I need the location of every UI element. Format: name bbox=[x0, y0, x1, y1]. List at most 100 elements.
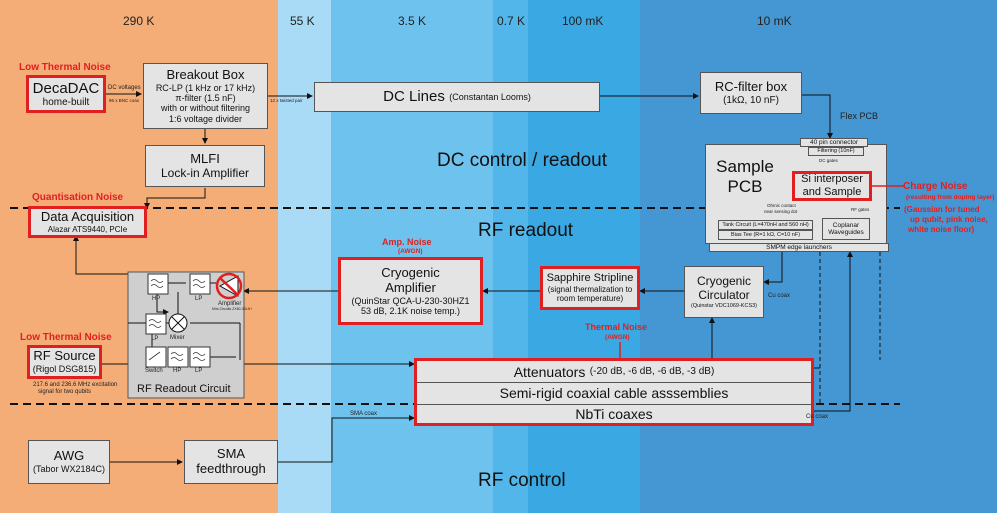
lp-label-1: LP bbox=[195, 296, 203, 302]
zone-label-0-7k: 0.7 K bbox=[497, 14, 526, 28]
ohmic-label-2: near sensing dot bbox=[764, 209, 798, 214]
breakout-line-2: π-filter (1.5 nF) bbox=[175, 93, 236, 104]
attenuators-title: Attenuators bbox=[513, 363, 586, 380]
sapphire-title: Sapphire Stripline bbox=[546, 272, 634, 285]
tank-text: Tank Circuit (L=470nH and 560 nH) bbox=[722, 221, 809, 228]
mixer-label: Mixer bbox=[170, 335, 185, 341]
rf-control-title: RF control bbox=[478, 470, 566, 491]
freq-text-1: 217.6 and 236.6 MHz excitation bbox=[33, 382, 118, 388]
mlfi-title: MLFI bbox=[190, 150, 220, 166]
sapphire-stripline-box: Sapphire Stripline (signal thermalizatio… bbox=[540, 266, 640, 310]
rc-filter-title: RC-filter box bbox=[714, 78, 788, 94]
lp-label-2: LP bbox=[151, 336, 159, 342]
circulator-sub: (Quinstar VDC1069-KCS3) bbox=[690, 302, 758, 309]
circulator-title: Cryogenic bbox=[696, 274, 752, 289]
smpm-text: SMPM edge launchers bbox=[766, 243, 832, 251]
amplifier-label: Amplifier bbox=[218, 301, 242, 307]
dc-lines-title: DC Lines bbox=[383, 88, 445, 106]
charge-noise-label: Charge Noise bbox=[903, 181, 968, 192]
twisted-pair-label: 12 x twisted pair bbox=[270, 98, 303, 103]
breakout-line-1: RC-LP (1 kHz or 17 kHz) bbox=[155, 82, 256, 93]
breakout-box: Breakout Box RC-LP (1 kHz or 17 kHz) π-f… bbox=[143, 63, 268, 129]
awg-box: AWG (Tabor WX2184C) bbox=[28, 440, 110, 484]
hp-label-1: HP bbox=[152, 296, 161, 302]
semi-rigid-row: Semi-rigid coaxial cable asssemblies bbox=[417, 383, 811, 405]
si-title: Si interposer bbox=[801, 173, 863, 186]
cryogenic-circulator-box: Cryogenic Circulator (Quinstar VDC1069-K… bbox=[684, 266, 764, 318]
cryo-amp-title-2: Amplifier bbox=[385, 279, 436, 295]
rf-source-title: RF Source bbox=[33, 348, 96, 364]
daq-title: Data Acquisition bbox=[40, 208, 135, 224]
filtering-box: Filtering (10nF) bbox=[808, 147, 864, 156]
zone-label-290k: 290 K bbox=[123, 14, 155, 28]
mlfi-sub: Lock-in Amplifier bbox=[160, 165, 250, 180]
cu-coax-label-2: Cu coax bbox=[806, 414, 829, 420]
zone-label-10mk: 10 mK bbox=[757, 14, 792, 28]
sapphire-line-1: (signal thermalization to bbox=[547, 285, 633, 295]
charge-noise-sub: (resulting from doping layer) bbox=[906, 194, 995, 201]
coplanar-title: Coplanar bbox=[832, 221, 860, 229]
quantisation-noise-label: Quantisation Noise bbox=[32, 192, 124, 203]
coplanar-sub: Waveguides bbox=[828, 229, 864, 236]
decadac-sub: home-built bbox=[42, 96, 90, 108]
breakout-title: Breakout Box bbox=[166, 66, 245, 82]
charge-noise-desc-1: (Gaussian for tuned bbox=[904, 205, 980, 214]
decadac-box: DecaDAC home-built bbox=[26, 75, 106, 113]
amp-noise-label: Amp. Noise bbox=[382, 237, 432, 247]
sample-pcb-title: Sample PCB bbox=[716, 157, 774, 196]
low-thermal-noise-label-1: Low Thermal Noise bbox=[19, 62, 111, 73]
rf-gates-label: RF gates bbox=[851, 207, 870, 212]
smpm-box: SMPM edge launchers bbox=[709, 243, 889, 252]
flex-pcb-label: Flex PCB bbox=[840, 111, 879, 121]
attenuators-sub: (-20 dB, -6 dB, -6 dB, -3 dB) bbox=[589, 365, 715, 377]
charge-noise-desc-3: white noise floor) bbox=[908, 225, 975, 234]
awg-title: AWG bbox=[53, 448, 85, 464]
sapphire-line-2: room temperature) bbox=[556, 294, 624, 304]
cryo-amp-line-1: (QuinStar QCA-U-230-30HZ1 bbox=[351, 295, 470, 306]
si-sub: and Sample bbox=[802, 186, 862, 198]
ohmic-label-1: Ohmic contact bbox=[767, 203, 796, 208]
rf-readout-title: RF readout bbox=[478, 220, 574, 241]
tank-circuit-box: Tank Circuit (L=470nH and 560 nH) bbox=[718, 220, 813, 230]
low-thermal-noise-label-2: Low Thermal Noise bbox=[20, 332, 112, 343]
40-pin-connector: 40 pin connector bbox=[800, 138, 868, 147]
awg-sub: (Tabor WX2184C) bbox=[32, 464, 106, 475]
nbti-row: NbTi coaxes bbox=[575, 405, 653, 422]
sma-coax-label: SMA coax bbox=[350, 411, 378, 417]
dc-lines-sub: (Constantan Looms) bbox=[449, 91, 531, 102]
lp-label-3: LP bbox=[195, 368, 203, 374]
40-pin-text: 40 pin connector bbox=[809, 138, 859, 146]
charge-noise-desc-2: up qubit, pink noise, bbox=[910, 215, 988, 224]
mlfi-box: MLFI Lock-in Amplifier bbox=[145, 145, 265, 187]
cryo-amp-line-2: 53 dB, 2.1K noise temp.) bbox=[360, 305, 461, 316]
rf-source-box: RF Source (Rigol DSG815) bbox=[27, 345, 102, 379]
zone-label-100mk: 100 mK bbox=[562, 14, 604, 28]
zone-label-55k: 55 K bbox=[290, 14, 315, 28]
attenuators-row: Attenuators (-20 dB, -6 dB, -6 dB, -3 dB… bbox=[417, 361, 811, 384]
cryogenic-amplifier-box: Cryogenic Amplifier (QuinStar QCA-U-230-… bbox=[338, 257, 483, 325]
rf-source-sub: (Rigol DSG815) bbox=[32, 364, 97, 375]
hp-label-2: HP bbox=[173, 368, 182, 374]
attenuator-stack: Attenuators (-20 dB, -6 dB, -6 dB, -3 dB… bbox=[414, 358, 814, 426]
bnc-coax-label: 96 x BNC coax bbox=[109, 98, 140, 103]
amp-noise-sub: (AWGN) bbox=[398, 248, 423, 255]
rf-readout-circuit-title: RF Readout Circuit bbox=[137, 383, 231, 395]
sma-title: SMA bbox=[216, 446, 246, 462]
rc-filter-box: RC-filter box (1kΩ, 10 nF) bbox=[700, 72, 802, 114]
dc-section-title: DC control / readout bbox=[437, 150, 608, 171]
dc-voltages-label: DC voltages bbox=[108, 85, 141, 91]
charge-noise-connector bbox=[872, 185, 904, 187]
breakout-line-3: with or without filtering bbox=[160, 103, 251, 114]
daq-box: Data Acquisition Alazar ATS9440, PCIe bbox=[28, 206, 147, 238]
si-interposer-box: Si interposer and Sample bbox=[792, 171, 872, 201]
dc-lines-box: DC Lines (Constantan Looms) bbox=[314, 82, 600, 112]
coplanar-box: Coplanar Waveguides bbox=[822, 218, 870, 240]
cu-coax-label-1: Cu coax bbox=[768, 293, 791, 299]
circulator-title-2: Circulator bbox=[698, 287, 750, 302]
bias-text: Bias Tee (R=1 kΩ, C=10 nF) bbox=[730, 231, 801, 238]
freq-text-2: signal for two qubits bbox=[38, 389, 92, 395]
sma-sub: feedthrough bbox=[196, 461, 266, 476]
switch-label: Switch bbox=[145, 368, 163, 374]
sma-feedthrough-box: SMA feedthrough bbox=[184, 440, 278, 484]
filtering-text: Filtering (10nF) bbox=[817, 148, 855, 155]
